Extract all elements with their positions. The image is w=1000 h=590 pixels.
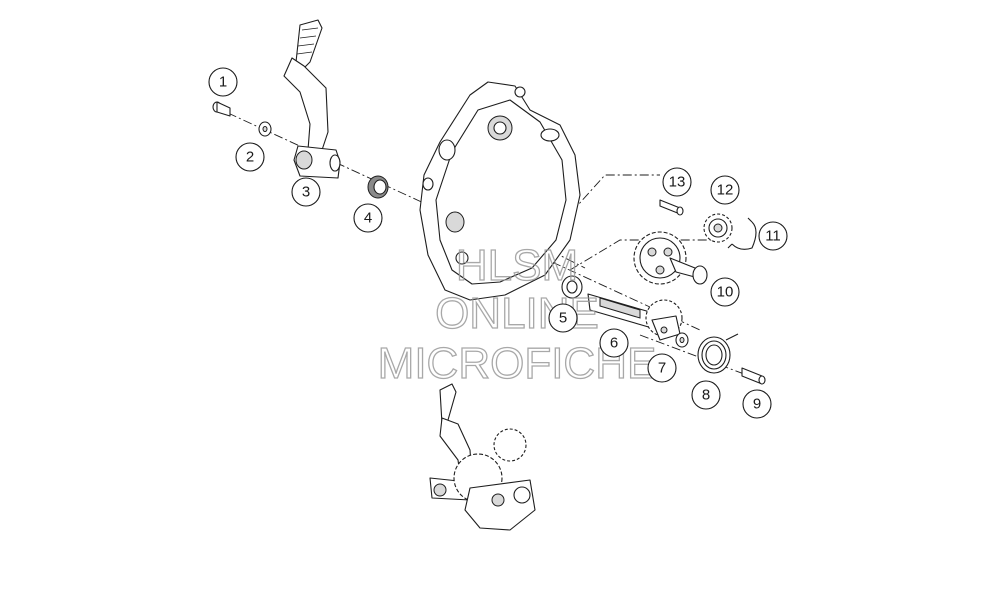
shaft-washer xyxy=(675,332,689,348)
callout-5: 5 xyxy=(548,303,578,333)
callout-3: 3 xyxy=(291,177,321,207)
engine-cover xyxy=(419,81,581,301)
svg-text:6: 6 xyxy=(610,335,618,352)
spring-pin xyxy=(741,367,766,385)
callout-12: 12 xyxy=(710,175,740,205)
svg-text:7: 7 xyxy=(658,360,666,377)
washer xyxy=(258,121,272,137)
thrust-washer xyxy=(561,275,583,299)
callout-7: 7 xyxy=(647,353,677,383)
callout-1: 1 xyxy=(208,67,238,97)
callout-11: 11 xyxy=(758,221,788,251)
return-spring xyxy=(697,333,739,374)
intermediate-gear xyxy=(703,213,733,243)
watermark-line-1: HLSM xyxy=(456,241,578,290)
kick-gear xyxy=(633,231,708,285)
svg-text:2: 2 xyxy=(246,149,254,166)
bolt xyxy=(212,101,231,117)
callout-10: 10 xyxy=(710,277,740,307)
svg-text:11: 11 xyxy=(765,228,781,245)
svg-text:4: 4 xyxy=(364,210,372,227)
svg-text:10: 10 xyxy=(717,284,734,301)
pin xyxy=(659,199,684,216)
svg-text:9: 9 xyxy=(753,396,761,413)
shaft-seal xyxy=(367,175,389,199)
svg-text:5: 5 xyxy=(559,310,567,327)
callout-6: 6 xyxy=(599,328,629,358)
callout-4: 4 xyxy=(353,203,383,233)
callout-8: 8 xyxy=(691,380,721,410)
circlip xyxy=(727,217,757,250)
svg-text:3: 3 xyxy=(302,184,310,201)
assembled-view xyxy=(429,383,536,531)
svg-text:1: 1 xyxy=(219,74,227,91)
svg-text:13: 13 xyxy=(669,174,686,191)
kickstarter-shaft xyxy=(587,293,683,341)
svg-text:12: 12 xyxy=(717,182,734,199)
callout-2: 2 xyxy=(235,142,265,172)
callout-13: 13 xyxy=(662,167,692,197)
callout-9: 9 xyxy=(742,389,772,419)
svg-text:8: 8 xyxy=(702,387,710,404)
kickstart-lever xyxy=(283,19,341,179)
